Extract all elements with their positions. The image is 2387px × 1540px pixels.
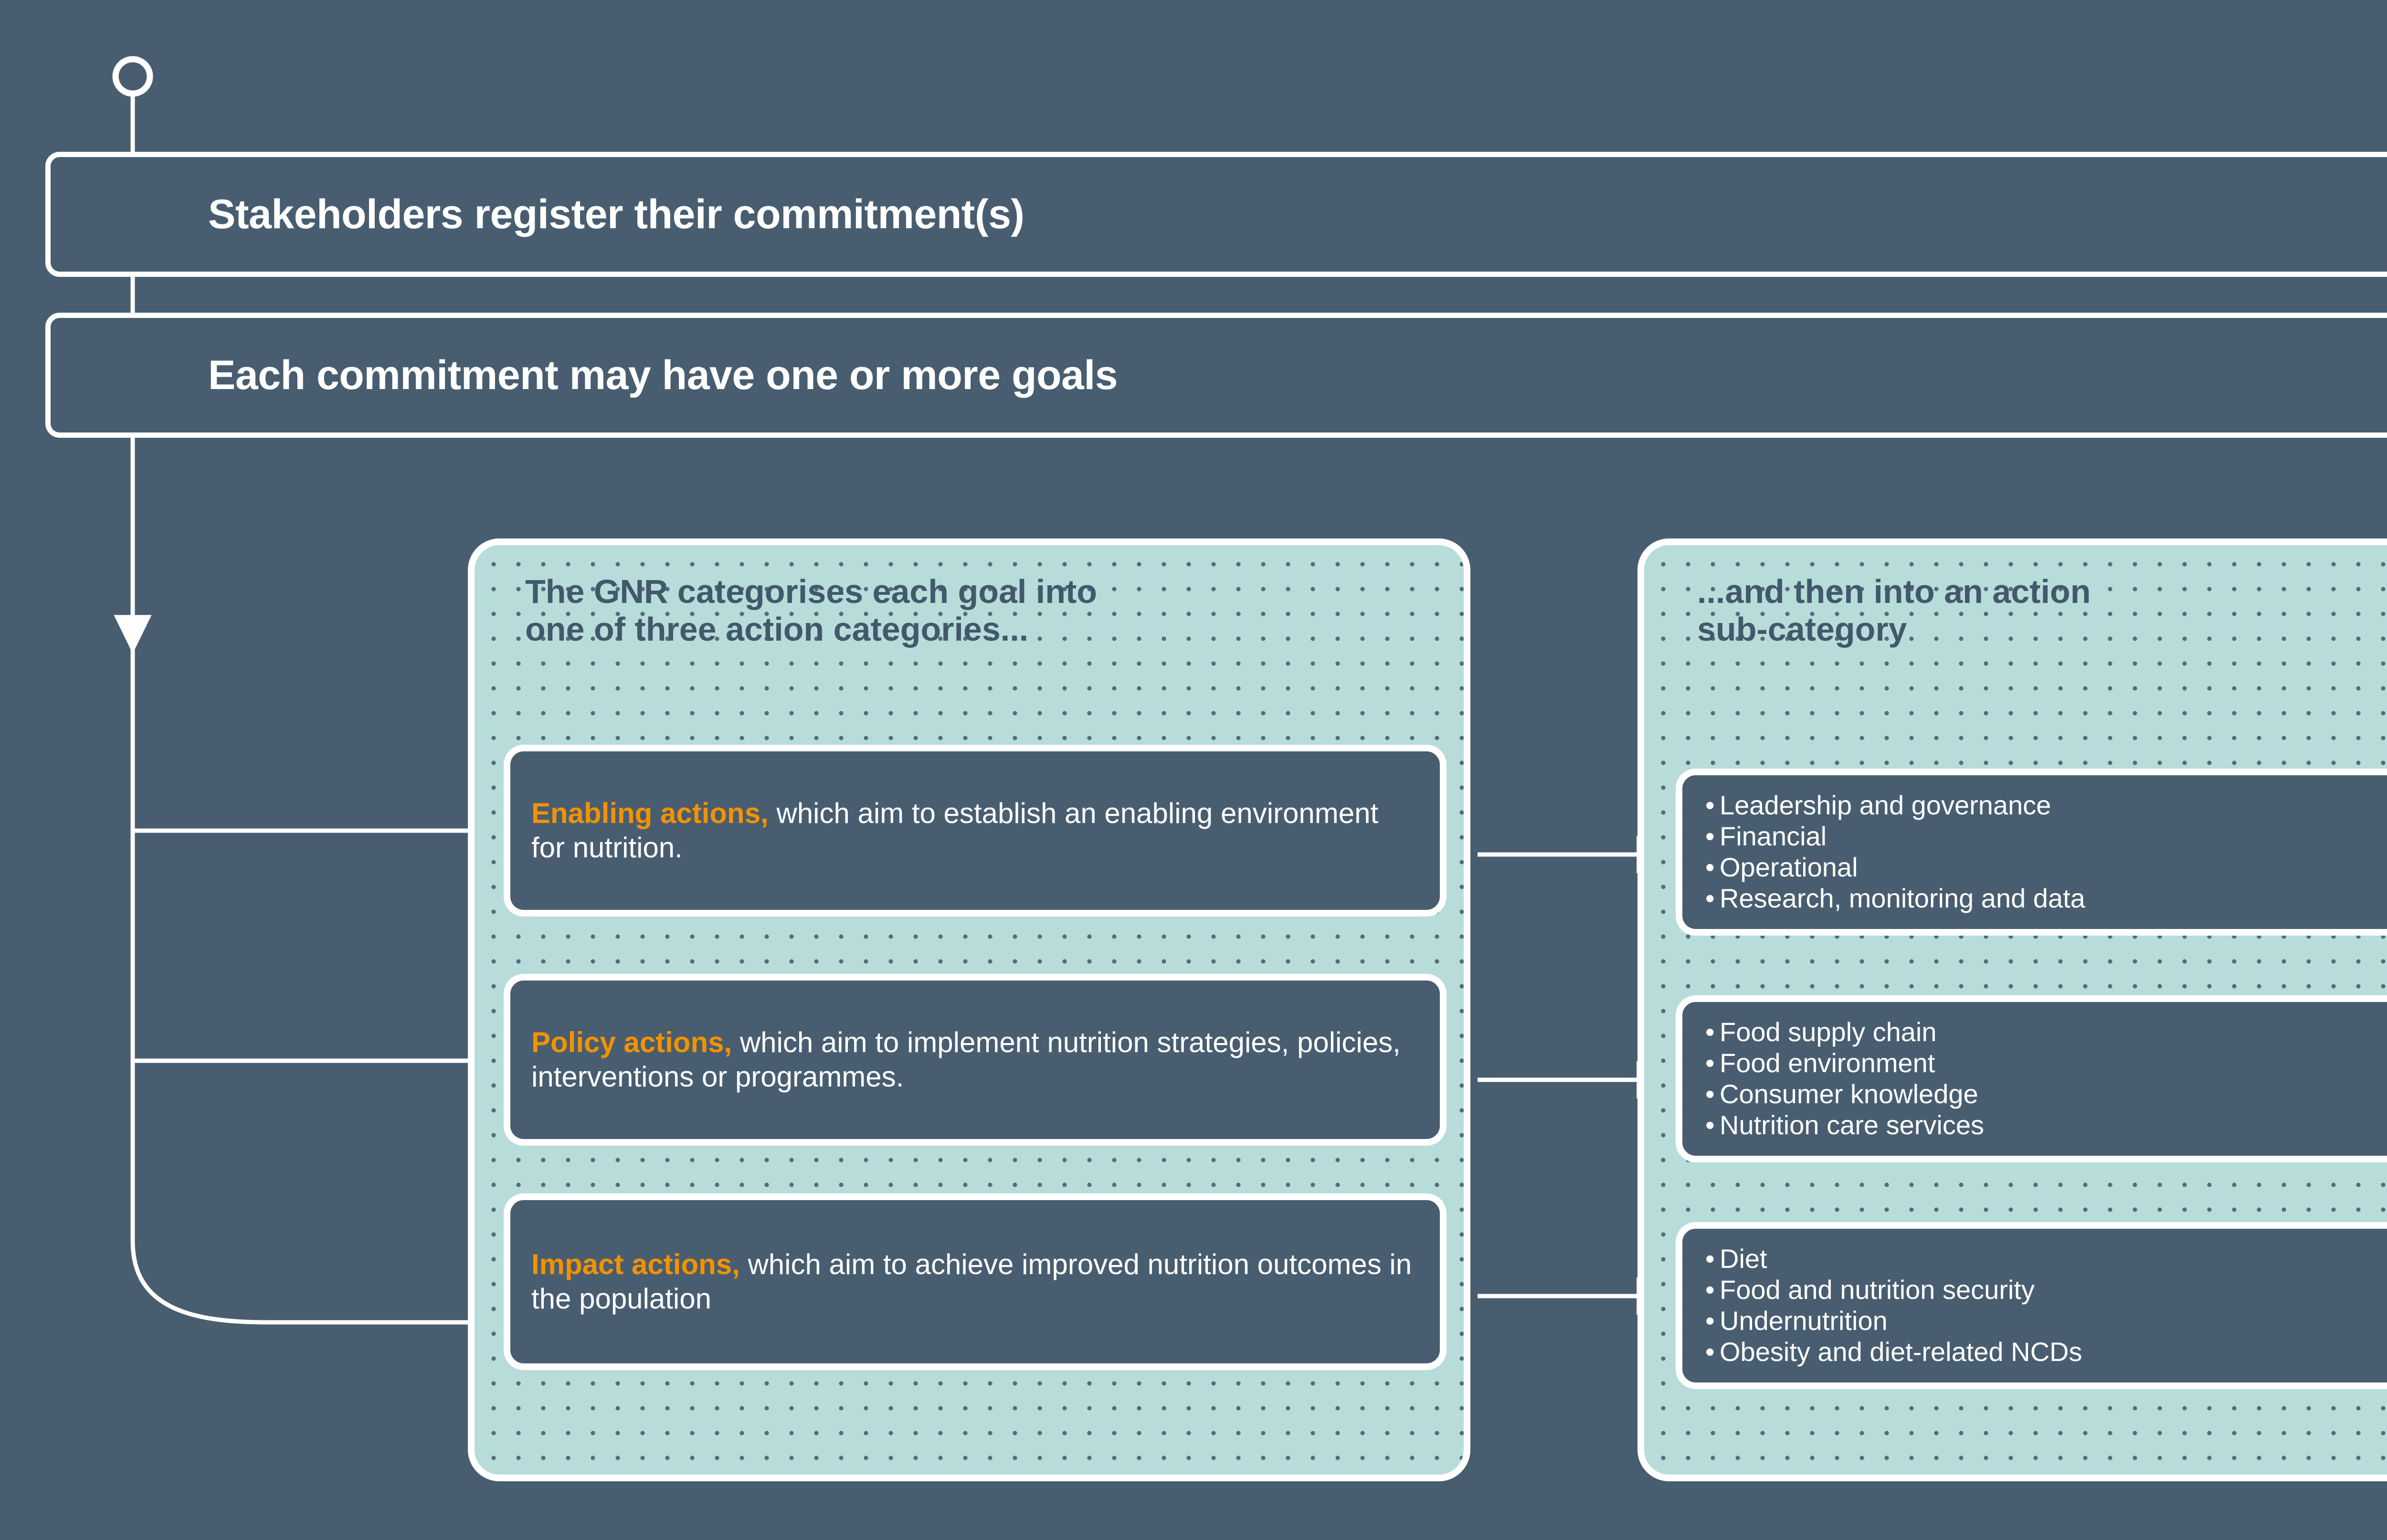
card-policy-highlight: Policy actions, xyxy=(531,1026,732,1058)
panel-right-heading: ...and then into an action sub-category xyxy=(1697,573,2091,648)
banner-stakeholders-register[interactable]: Stakeholders register their commitment(s… xyxy=(45,152,2387,277)
list-item: Financial xyxy=(1705,821,2387,852)
card-policy-body: which aim to implement nutrition strateg… xyxy=(531,1026,1401,1093)
card-impact-body: which aim to achieve improved nutrition … xyxy=(531,1248,1412,1315)
list-item: Nutrition care services xyxy=(1705,1110,2387,1141)
bullet-list: Diet Food and nutrition security Undernu… xyxy=(1682,1244,2387,1368)
list-item: Undernutrition xyxy=(1705,1306,2387,1337)
card-impact-text: Impact actions, which aim to achieve imp… xyxy=(510,1247,1440,1316)
card-subcategory-policy[interactable]: Food supply chain Food environment Consu… xyxy=(1676,995,2387,1162)
card-enabling-actions[interactable]: Enabling actions, which aim to establish… xyxy=(504,745,1447,917)
card-policy-text: Policy actions, which aim to implement n… xyxy=(510,1025,1440,1094)
bullet-list: Food supply chain Food environment Consu… xyxy=(1682,1017,2387,1141)
card-policy-actions[interactable]: Policy actions, which aim to implement n… xyxy=(504,974,1447,1146)
card-subcategory-enabling[interactable]: Leadership and governance Financial Oper… xyxy=(1676,769,2387,936)
card-enabling-text: Enabling actions, which aim to establish… xyxy=(510,796,1440,865)
card-impact-actions[interactable]: Impact actions, which aim to achieve imp… xyxy=(504,1193,1447,1370)
list-item: Food environment xyxy=(1705,1048,2387,1079)
list-item: Operational xyxy=(1705,852,2387,883)
list-item: Obesity and diet-related NCDs xyxy=(1705,1337,2387,1368)
banner-commitment-goals[interactable]: Each commitment may have one or more goa… xyxy=(45,313,2387,438)
card-impact-highlight: Impact actions, xyxy=(531,1248,740,1280)
connector-branch-impact xyxy=(130,1241,516,1341)
start-circle xyxy=(112,56,153,97)
list-item: Food supply chain xyxy=(1705,1017,2387,1048)
panel-left-heading: The GNR categorises each goal into one o… xyxy=(525,573,1098,648)
list-item: Research, monitoring and data xyxy=(1705,883,2387,914)
list-item: Diet xyxy=(1705,1244,2387,1275)
list-item: Leadership and governance xyxy=(1705,790,2387,821)
list-item: Consumer knowledge xyxy=(1705,1079,2387,1110)
bullet-list: Leadership and governance Financial Oper… xyxy=(1682,790,2387,914)
card-enabling-highlight: Enabling actions, xyxy=(531,797,769,829)
card-enabling-body: which aim to establish an enabling envir… xyxy=(531,797,1379,864)
banner-label: Stakeholders register their commitment(s… xyxy=(208,191,1025,237)
card-subcategory-impact[interactable]: Diet Food and nutrition security Undernu… xyxy=(1676,1222,2387,1389)
banner-label: Each commitment may have one or more goa… xyxy=(208,352,1118,398)
list-item: Food and nutrition security xyxy=(1705,1275,2387,1306)
